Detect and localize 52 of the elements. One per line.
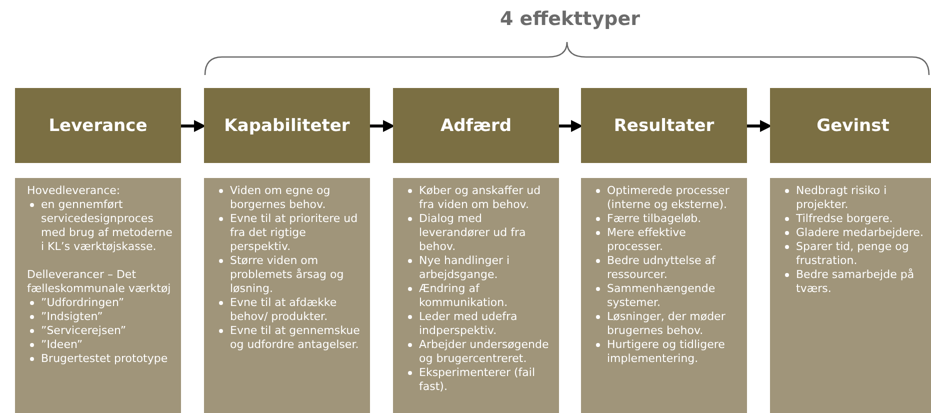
- section-heading: Hovedleverance:: [27, 184, 122, 198]
- stage-box: [393, 88, 559, 163]
- stage-title: Adfærd: [440, 116, 512, 136]
- bullet-text: Løsninger, der møder brugernes behov.: [607, 310, 726, 337]
- bullet-text: Ændring af kommunikation.: [419, 282, 508, 309]
- bullet-text: Sammenhængende systemer.: [607, 282, 716, 309]
- bullet-text: Bedre udnyttelse af ressourcer.: [607, 254, 716, 281]
- description-panel: [204, 178, 370, 413]
- bullet-text: Nye handlinger i arbejdsgange.: [419, 254, 510, 281]
- stage-title: Gevinst: [816, 116, 890, 136]
- bullet-text: en gennemført servicedesignproces med brug af metoderne i KL’s værktøjskasse.: [41, 198, 172, 253]
- bullet-text: Leder med udefra indperspektiv.: [419, 310, 518, 337]
- arrow: [181, 120, 206, 132]
- stage-title: Leverance: [48, 116, 148, 136]
- description-panel: [393, 178, 559, 413]
- stage-title: Kapabiliteter: [224, 116, 350, 136]
- bullet-text: ”Udfordringen”: [41, 296, 124, 309]
- description-panel: [15, 178, 181, 413]
- bullet-text: Evne til at afdække behov/ produkter.: [230, 296, 337, 323]
- bullet-text: Dialog med leverandører ud fra behov.: [419, 212, 526, 253]
- stage-box: [204, 88, 370, 163]
- bullet-text: Gladere medarbejdere.: [796, 226, 924, 239]
- description-panel: [581, 178, 747, 413]
- stage-title: Resultater: [614, 116, 714, 136]
- stage-box: [15, 88, 181, 163]
- stage-box: [770, 88, 931, 163]
- bullet-text: Arbejder undersøgende og brugercentreret.: [419, 338, 549, 365]
- bullet-text: Køber og anskaffer ud fra viden om behov.: [419, 184, 541, 211]
- bullet-text: Tilfredse borgere.: [796, 212, 893, 225]
- bullet-text: ”Indsigten”: [41, 310, 103, 323]
- bullet-text: Nedbragt risiko i projekter.: [796, 184, 887, 211]
- bullet-text: Viden om egne og borgernes behov.: [230, 184, 330, 211]
- bullet-text: Større viden om problemets årsag og løsning.: [230, 254, 344, 295]
- bullet-text: Hurtigere og tidligere implementering.: [607, 338, 725, 365]
- group-title: 4 effekttyper: [498, 8, 642, 30]
- bullet-text: Bedre samarbejde på tværs.: [796, 268, 914, 295]
- bullet-text: Mere effektive processer.: [607, 226, 686, 253]
- bullet-text: Sparer tid, penge og frustration.: [796, 240, 909, 267]
- bullet-text: Evne til at prioritere ud fra det rigtige perspektiv.: [230, 212, 358, 253]
- bullet-text: Evne til at gennemskue og udfordre antagelser.: [230, 324, 360, 351]
- arrow: [747, 120, 772, 132]
- arrow: [370, 120, 395, 132]
- stage-box: [581, 88, 747, 163]
- description-panel: [770, 178, 931, 413]
- arrow: [559, 120, 583, 132]
- section-heading: Delleverancer – Det fælleskommunale værktøj: [27, 268, 172, 296]
- bullet-text: Optimerede processer (interne og eksterne).: [607, 184, 730, 211]
- bullet-text: Eksperimenterer (fail fast).: [419, 366, 535, 393]
- bullet-text: ”Ideen”: [41, 338, 83, 351]
- bullet-text: Brugertestet prototype: [41, 352, 168, 365]
- bullet-text: Færre tilbageløb.: [607, 212, 702, 225]
- bullet-text: ”Servicerejsen”: [41, 324, 126, 337]
